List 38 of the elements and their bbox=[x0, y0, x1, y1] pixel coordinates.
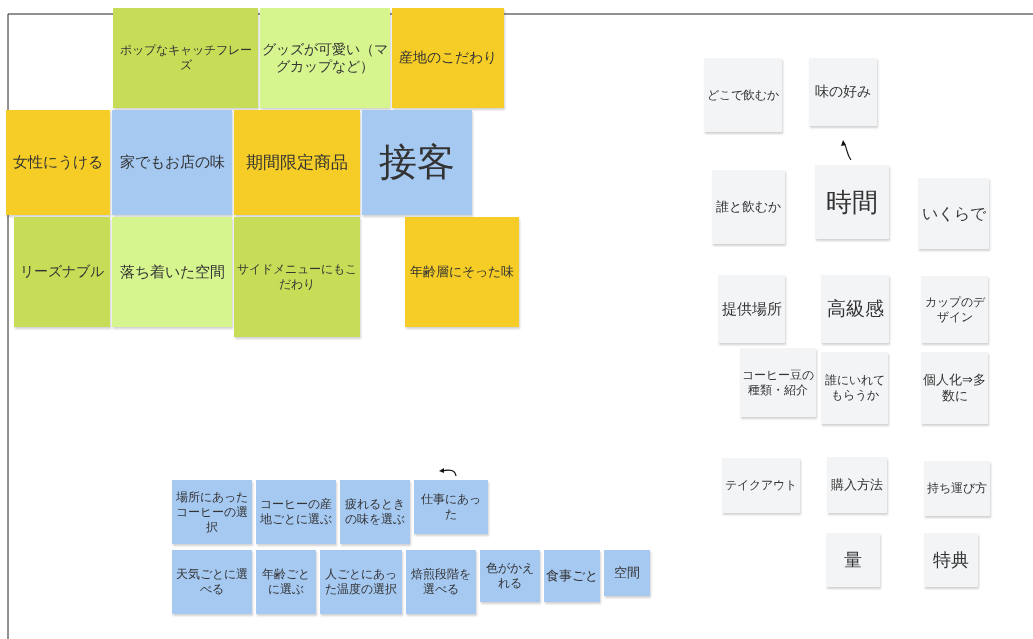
sticky-note: 年齢ごとに選ぶ bbox=[256, 550, 316, 614]
sticky-note: リーズナブル bbox=[14, 217, 110, 327]
sticky-note: 家でもお店の味 bbox=[112, 110, 232, 215]
sticky-note: カップのデザイン bbox=[921, 276, 988, 343]
sticky-note: 天気ごとに選べる bbox=[172, 550, 252, 614]
sticky-note: 時間 bbox=[815, 165, 889, 239]
sticky-note: いくらで bbox=[918, 178, 989, 249]
sticky-note: コーヒーの産地ごとに選ぶ bbox=[256, 480, 336, 544]
sticky-note: 量 bbox=[826, 533, 880, 587]
sticky-note: 仕事にあった bbox=[414, 480, 488, 534]
sticky-note: 疲れるときの味を選ぶ bbox=[340, 480, 410, 544]
sticky-note: 落ち着いた空間 bbox=[112, 217, 232, 327]
sticky-note: 購入方法 bbox=[827, 457, 887, 513]
sticky-note: 産地のこだわり bbox=[392, 8, 504, 108]
sticky-note: 場所にあったコーヒーの選択 bbox=[172, 480, 252, 544]
sticky-note: ポップなキャッチフレーズ bbox=[113, 8, 258, 108]
sticky-note: 焙煎段階を選べる bbox=[406, 550, 476, 614]
sticky-note: 誰と飲むか bbox=[712, 170, 785, 244]
sticky-note: 特典 bbox=[924, 533, 978, 587]
sticky-note: 誰にいれてもらうか bbox=[821, 352, 888, 424]
sticky-note: 提供場所 bbox=[718, 275, 785, 343]
sticky-note: 味の好み bbox=[809, 58, 877, 126]
sticky-note: 空間 bbox=[604, 550, 650, 596]
sticky-note: 食事ごと bbox=[544, 550, 600, 602]
sticky-note: サイドメニューにもこだわり bbox=[234, 217, 360, 337]
sticky-note: 年齢層にそった味 bbox=[405, 217, 519, 327]
sticky-note: グッズが可愛い（マグカップなど） bbox=[260, 8, 390, 108]
sticky-note: 人ごとにあった温度の選択 bbox=[320, 550, 402, 614]
sticky-note: どこで飲むか bbox=[704, 58, 782, 132]
sticky-note: テイクアウト bbox=[722, 458, 800, 513]
sticky-note: 持ち運び方 bbox=[924, 461, 990, 516]
sticky-note: 期間限定商品 bbox=[234, 110, 360, 215]
sticky-note: 個人化⇒多数に bbox=[921, 352, 988, 424]
sticky-note: 接客 bbox=[362, 110, 472, 215]
sticky-note: 女性にうける bbox=[6, 110, 110, 215]
sticky-note: コーヒー豆の種類・紹介 bbox=[740, 348, 816, 417]
sticky-note: 色がかえれる bbox=[480, 550, 540, 602]
sticky-note: 高級感 bbox=[821, 275, 889, 343]
